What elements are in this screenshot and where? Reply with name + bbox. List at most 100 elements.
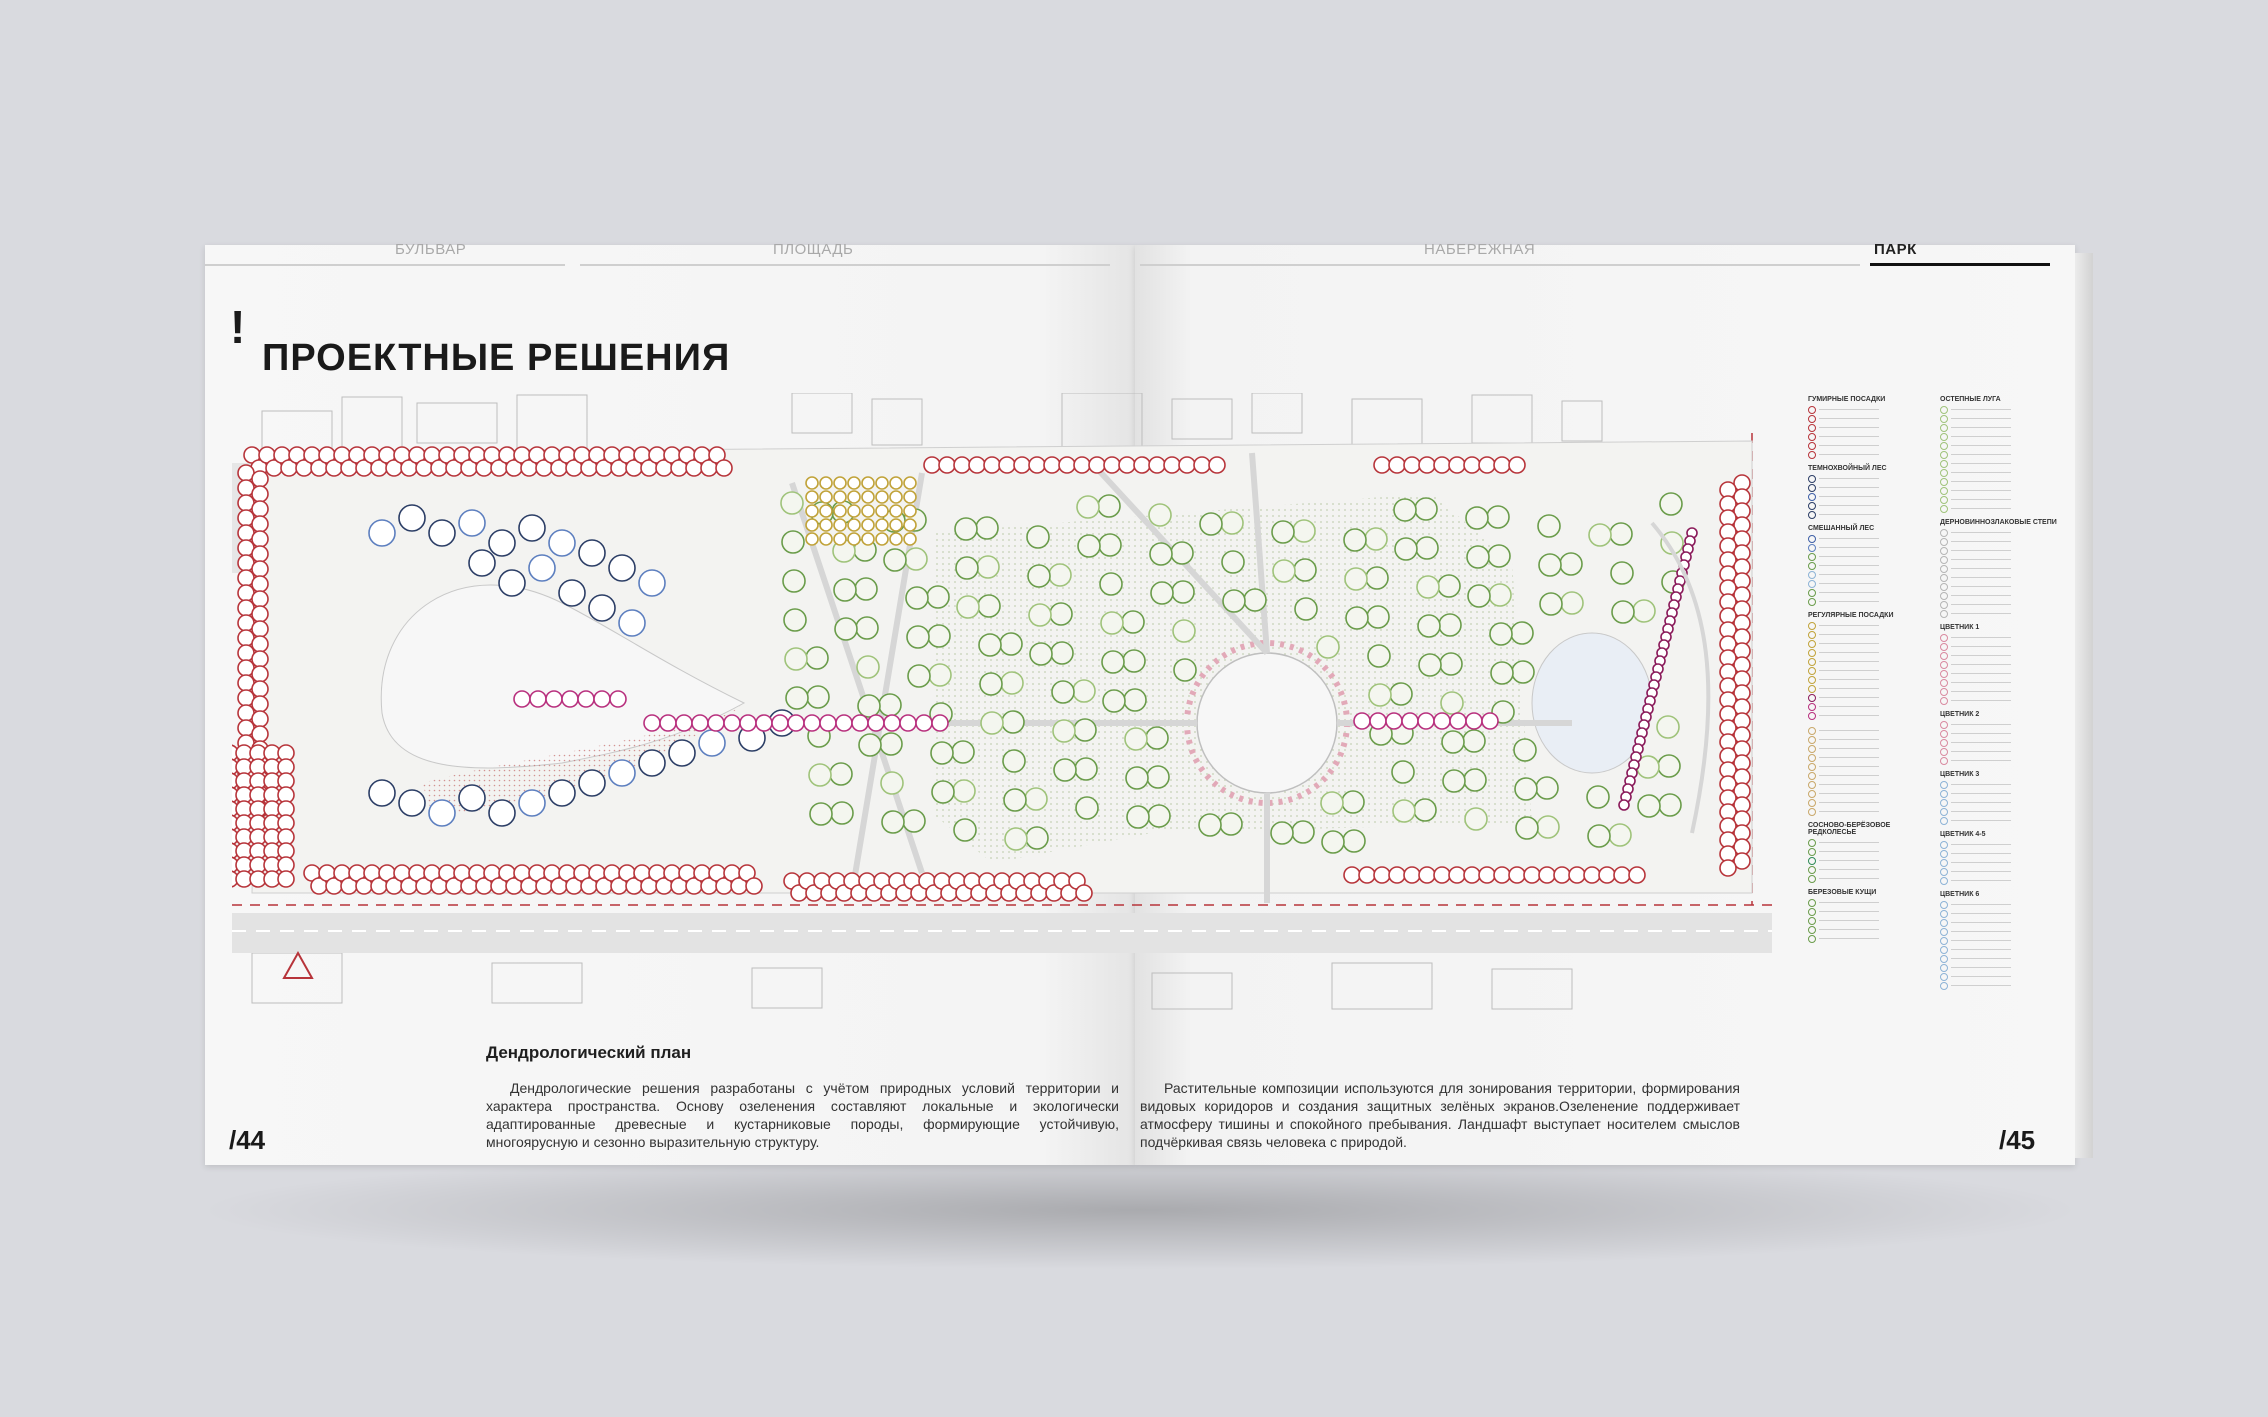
legend-item bbox=[1808, 925, 1926, 934]
legend-item-line bbox=[1819, 757, 1879, 758]
legend-item-line bbox=[1951, 559, 2011, 560]
legend-item-line bbox=[1819, 445, 1879, 446]
tree-canopy bbox=[1373, 866, 1391, 884]
tree-canopy bbox=[1073, 718, 1097, 742]
tree-canopy bbox=[1208, 456, 1226, 474]
legend-swatch-icon bbox=[1808, 666, 1816, 675]
legend-item-line bbox=[1951, 646, 2011, 647]
legend-swatch-icon bbox=[1940, 780, 1948, 789]
tree-canopy bbox=[1539, 592, 1563, 616]
tree-canopy bbox=[1123, 688, 1147, 712]
legend-item-line bbox=[1819, 547, 1879, 548]
legend-item-line bbox=[1951, 499, 2011, 500]
legend-item bbox=[1940, 963, 2058, 972]
tree-canopy bbox=[861, 532, 875, 546]
legend-swatch-icon bbox=[1808, 735, 1816, 744]
tree-canopy bbox=[1076, 495, 1100, 519]
tree-canopy bbox=[858, 733, 882, 757]
tree-canopy bbox=[1508, 456, 1526, 474]
tree-canopy bbox=[1147, 804, 1171, 828]
legend-item bbox=[1940, 495, 2058, 504]
tree-canopy bbox=[1220, 511, 1244, 535]
tree-canopy bbox=[1538, 866, 1556, 884]
tree-canopy bbox=[1467, 584, 1491, 608]
tree-canopy bbox=[951, 740, 975, 764]
legend-item bbox=[1940, 738, 2058, 747]
tree-canopy bbox=[368, 779, 396, 807]
tree-canopy bbox=[806, 685, 830, 709]
legend-item-line bbox=[1951, 691, 2011, 692]
tree-canopy bbox=[1637, 794, 1661, 818]
tree-canopy bbox=[1511, 660, 1535, 684]
tab-boulevard[interactable]: БУЛЬВАР bbox=[395, 241, 467, 258]
legend-item bbox=[1940, 441, 2058, 450]
tree-canopy bbox=[905, 586, 929, 610]
tree-canopy bbox=[953, 818, 977, 842]
legend-swatch-icon bbox=[1808, 657, 1816, 666]
tree-canopy bbox=[608, 759, 636, 787]
legend-group: СМЕШАННЫЙ ЛЕС bbox=[1808, 525, 1926, 606]
legend-item bbox=[1940, 858, 2058, 867]
tree-canopy bbox=[1465, 712, 1483, 730]
legend-group-title: РЕГУЛЯРНЫЕ ПОСАДКИ bbox=[1808, 612, 1894, 619]
legend-item bbox=[1808, 423, 1926, 432]
tree-canopy bbox=[1270, 821, 1294, 845]
tree-canopy bbox=[1535, 776, 1559, 800]
tree-canopy bbox=[1072, 679, 1096, 703]
legend-item bbox=[1808, 621, 1926, 630]
tree-canopy bbox=[1598, 866, 1616, 884]
legend-swatch-icon bbox=[1808, 570, 1816, 579]
legend-swatch-icon bbox=[1940, 477, 1948, 486]
tree-canopy bbox=[1294, 597, 1318, 621]
legend-item bbox=[1808, 543, 1926, 552]
tree-canopy bbox=[1513, 738, 1537, 762]
legend-item bbox=[1940, 459, 2058, 468]
legend-swatch-icon bbox=[1940, 546, 1948, 555]
legend-swatch-icon bbox=[1940, 789, 1948, 798]
legend-swatch-icon bbox=[1940, 918, 1948, 927]
legend-item bbox=[1940, 909, 2058, 918]
tree-canopy bbox=[785, 686, 809, 710]
tree-canopy bbox=[889, 518, 903, 532]
legend-swatch-icon bbox=[1940, 528, 1948, 537]
legend-swatch-icon bbox=[1940, 414, 1948, 423]
legend-swatch-icon bbox=[1808, 543, 1816, 552]
tree-canopy bbox=[780, 491, 804, 515]
tree-canopy bbox=[980, 711, 1004, 735]
legend-swatch-icon bbox=[1808, 423, 1816, 432]
legend-swatch-icon bbox=[1808, 510, 1816, 519]
tree-canopy bbox=[1657, 754, 1681, 778]
tree-canopy bbox=[1437, 574, 1461, 598]
tree-canopy bbox=[368, 519, 396, 547]
tree-canopy bbox=[881, 810, 905, 834]
legend-swatch-icon bbox=[1940, 849, 1948, 858]
tab-square[interactable]: ПЛОЩАДЬ bbox=[773, 241, 854, 258]
road bbox=[232, 913, 1772, 953]
legend-item bbox=[1940, 927, 2058, 936]
tree-canopy bbox=[1487, 544, 1511, 568]
tree-canopy bbox=[1403, 456, 1421, 474]
legend-item bbox=[1940, 840, 2058, 849]
legend-item-line bbox=[1951, 577, 2011, 578]
tree-canopy bbox=[1628, 866, 1646, 884]
tree-canopy bbox=[251, 605, 269, 623]
legend-swatch-icon bbox=[1940, 720, 1948, 729]
tree-canopy bbox=[1366, 605, 1390, 629]
tab-park[interactable]: ПАРК bbox=[1874, 241, 1917, 258]
legend-swatch-icon bbox=[1808, 874, 1816, 883]
tree-canopy bbox=[1145, 726, 1169, 750]
legend-swatch-icon bbox=[1808, 925, 1816, 934]
legend-item-line bbox=[1951, 550, 2011, 551]
tab-park-line bbox=[1870, 263, 2050, 266]
tree-canopy bbox=[1587, 824, 1611, 848]
tree-canopy bbox=[835, 714, 853, 732]
legend-item bbox=[1808, 483, 1926, 492]
tree-canopy bbox=[1364, 527, 1388, 551]
tree-canopy bbox=[1462, 729, 1486, 753]
legend-item bbox=[1808, 856, 1926, 865]
tab-embankment[interactable]: НАБЕРЕЖНАЯ bbox=[1424, 241, 1536, 258]
tree-canopy bbox=[1002, 749, 1026, 773]
legend-swatch-icon bbox=[1940, 756, 1948, 765]
tree-canopy bbox=[251, 665, 269, 683]
